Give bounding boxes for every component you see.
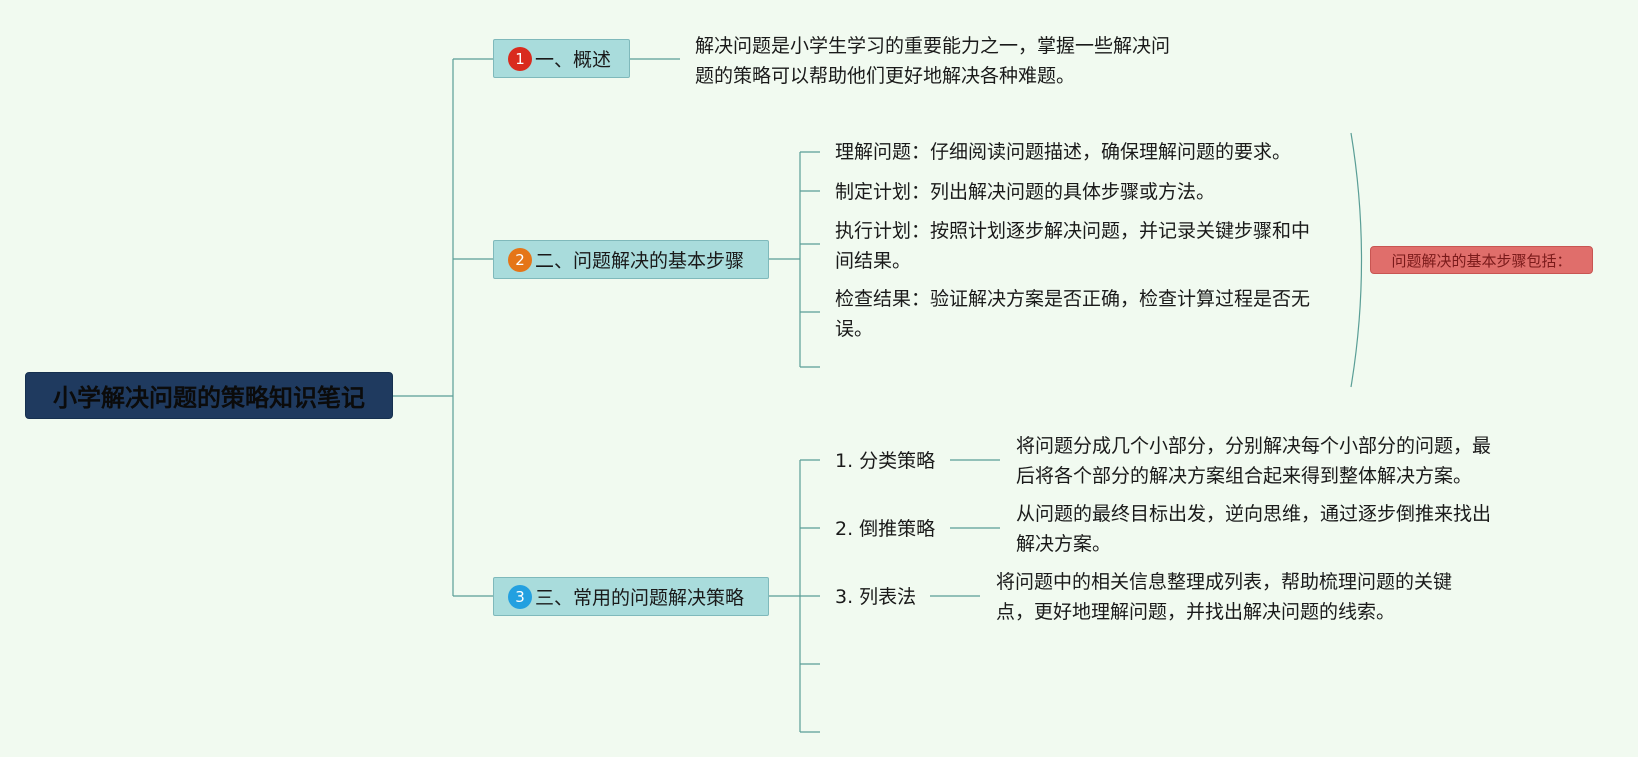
strategy-classify-description: 将问题分成几个小部分，分别解决每个小部分的问题，最 后将各个部分的解决方案组合起…	[1016, 431, 1526, 491]
strategy-backward-line: 从问题的最终目标出发，逆向思维，通过逐步倒推来找出	[1016, 503, 1492, 525]
strategy-backward[interactable]: 2. 倒推策略	[835, 514, 935, 544]
step-understand-line: 理解问题：仔细阅读问题描述，确保理解问题的要求。	[835, 141, 1292, 163]
overview-description-line: 解决问题是小学生学习的重要能力之一，掌握一些解决问	[695, 35, 1171, 57]
branch-basic-steps[interactable]: 2 二、问题解决的基本步骤	[493, 240, 769, 279]
strategy-table-line: 将问题中的相关信息整理成列表，帮助梳理问题的关键	[996, 571, 1453, 593]
summary-tag[interactable]: 问题解决的基本步骤包括：	[1370, 246, 1593, 274]
step-plan-line: 制定计划：列出解决问题的具体步骤或方法。	[835, 181, 1216, 203]
overview-description: 解决问题是小学生学习的重要能力之一，掌握一些解决问 题的策略可以帮助他们更好地解…	[695, 31, 1215, 91]
strategy-backward-name: 2. 倒推策略	[835, 518, 936, 540]
step-execute-line: 执行计划：按照计划逐步解决问题，并记录关键步骤和中	[835, 220, 1311, 242]
strategy-backward-description: 从问题的最终目标出发，逆向思维，通过逐步倒推来找出 解决方案。	[1016, 499, 1526, 559]
step-plan[interactable]: 制定计划：列出解决问题的具体步骤或方法。	[835, 177, 1345, 207]
number-badge-3: 3	[508, 584, 532, 609]
number-badge-1: 1	[508, 46, 532, 71]
strategy-classify-line: 后将各个部分的解决方案组合起来得到整体解决方案。	[1016, 465, 1473, 487]
step-check-line: 检查结果：验证解决方案是否正确，检查计算过程是否无	[835, 288, 1311, 310]
strategy-classify[interactable]: 1. 分类策略	[835, 446, 935, 476]
strategy-classify-line: 将问题分成几个小部分，分别解决每个小部分的问题，最	[1016, 435, 1492, 457]
strategy-backward-line: 解决方案。	[1016, 533, 1112, 555]
step-check-line: 误。	[835, 318, 874, 340]
step-understand[interactable]: 理解问题：仔细阅读问题描述，确保理解问题的要求。	[835, 137, 1345, 167]
root-title: 小学解决问题的策略知识笔记	[53, 384, 365, 412]
root-node[interactable]: 小学解决问题的策略知识笔记	[25, 372, 393, 419]
strategy-table-line: 点，更好地理解问题，并找出解决问题的线索。	[996, 601, 1396, 623]
branch-overview[interactable]: 1 一、概述	[493, 39, 630, 78]
number-badge-2: 2	[508, 247, 532, 272]
step-execute-line: 间结果。	[835, 250, 912, 272]
branch-overview-label: 一、概述	[535, 49, 612, 71]
strategy-classify-name: 1. 分类策略	[835, 450, 936, 472]
summary-brace	[1350, 132, 1363, 388]
step-check[interactable]: 检查结果：验证解决方案是否正确，检查计算过程是否无 误。	[835, 284, 1345, 344]
step-execute[interactable]: 执行计划：按照计划逐步解决问题，并记录关键步骤和中 间结果。	[835, 216, 1345, 276]
branch-basic-steps-label: 二、问题解决的基本步骤	[535, 250, 745, 272]
strategy-table[interactable]: 3. 列表法	[835, 582, 916, 612]
overview-description-line: 题的策略可以帮助他们更好地解决各种难题。	[695, 65, 1076, 87]
strategy-table-description: 将问题中的相关信息整理成列表，帮助梳理问题的关键 点，更好地理解问题，并找出解决…	[996, 567, 1506, 627]
branch-strategies[interactable]: 3 三、常用的问题解决策略	[493, 577, 769, 616]
strategy-table-name: 3. 列表法	[835, 586, 917, 608]
branch-strategies-label: 三、常用的问题解决策略	[535, 587, 745, 609]
